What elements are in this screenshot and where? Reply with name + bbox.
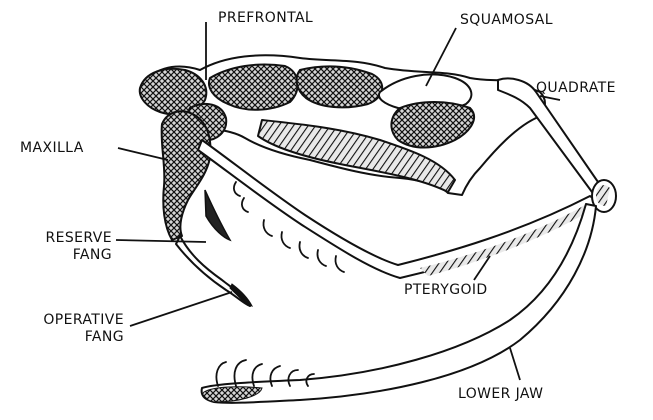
palatine-teeth (234, 182, 344, 272)
label-reserve-fang-line1: RESERVE (20, 230, 112, 247)
palatine-tooth (242, 198, 248, 212)
label-lower-jaw: LOWER JAW (458, 386, 543, 403)
label-prefrontal: PREFRONTAL (218, 10, 313, 27)
palatine-tooth (234, 182, 240, 196)
reserve-fang (205, 190, 230, 240)
parietal-shading (297, 67, 383, 108)
operative-fang-leader (130, 292, 232, 326)
maxilla-bone (162, 111, 211, 240)
label-quadrate: QUADRATE (536, 80, 616, 97)
label-reserve-fang-line2: FANG (20, 247, 112, 264)
palatine-tooth (335, 256, 344, 272)
reserve-fang-leader (116, 240, 206, 242)
lower-jaw-leader (510, 348, 520, 380)
label-maxilla: MAXILLA (20, 140, 84, 157)
label-operative-fang: OPERATIVE FANG (4, 312, 124, 346)
palatine-tooth (317, 250, 326, 266)
label-reserve-fang: RESERVE FANG (20, 230, 112, 264)
label-pterygoid: PTERYGOID (404, 282, 488, 299)
label-operative-fang-line2: FANG (4, 329, 124, 346)
label-squamosal: SQUAMOSAL (460, 12, 553, 29)
dentary-tooth (216, 362, 226, 386)
palatine-tooth (281, 232, 290, 248)
palatine-tooth (299, 242, 308, 258)
label-operative-fang-line1: OPERATIVE (4, 312, 124, 329)
maxilla-leader (118, 148, 168, 160)
palatine-tooth (263, 220, 272, 236)
